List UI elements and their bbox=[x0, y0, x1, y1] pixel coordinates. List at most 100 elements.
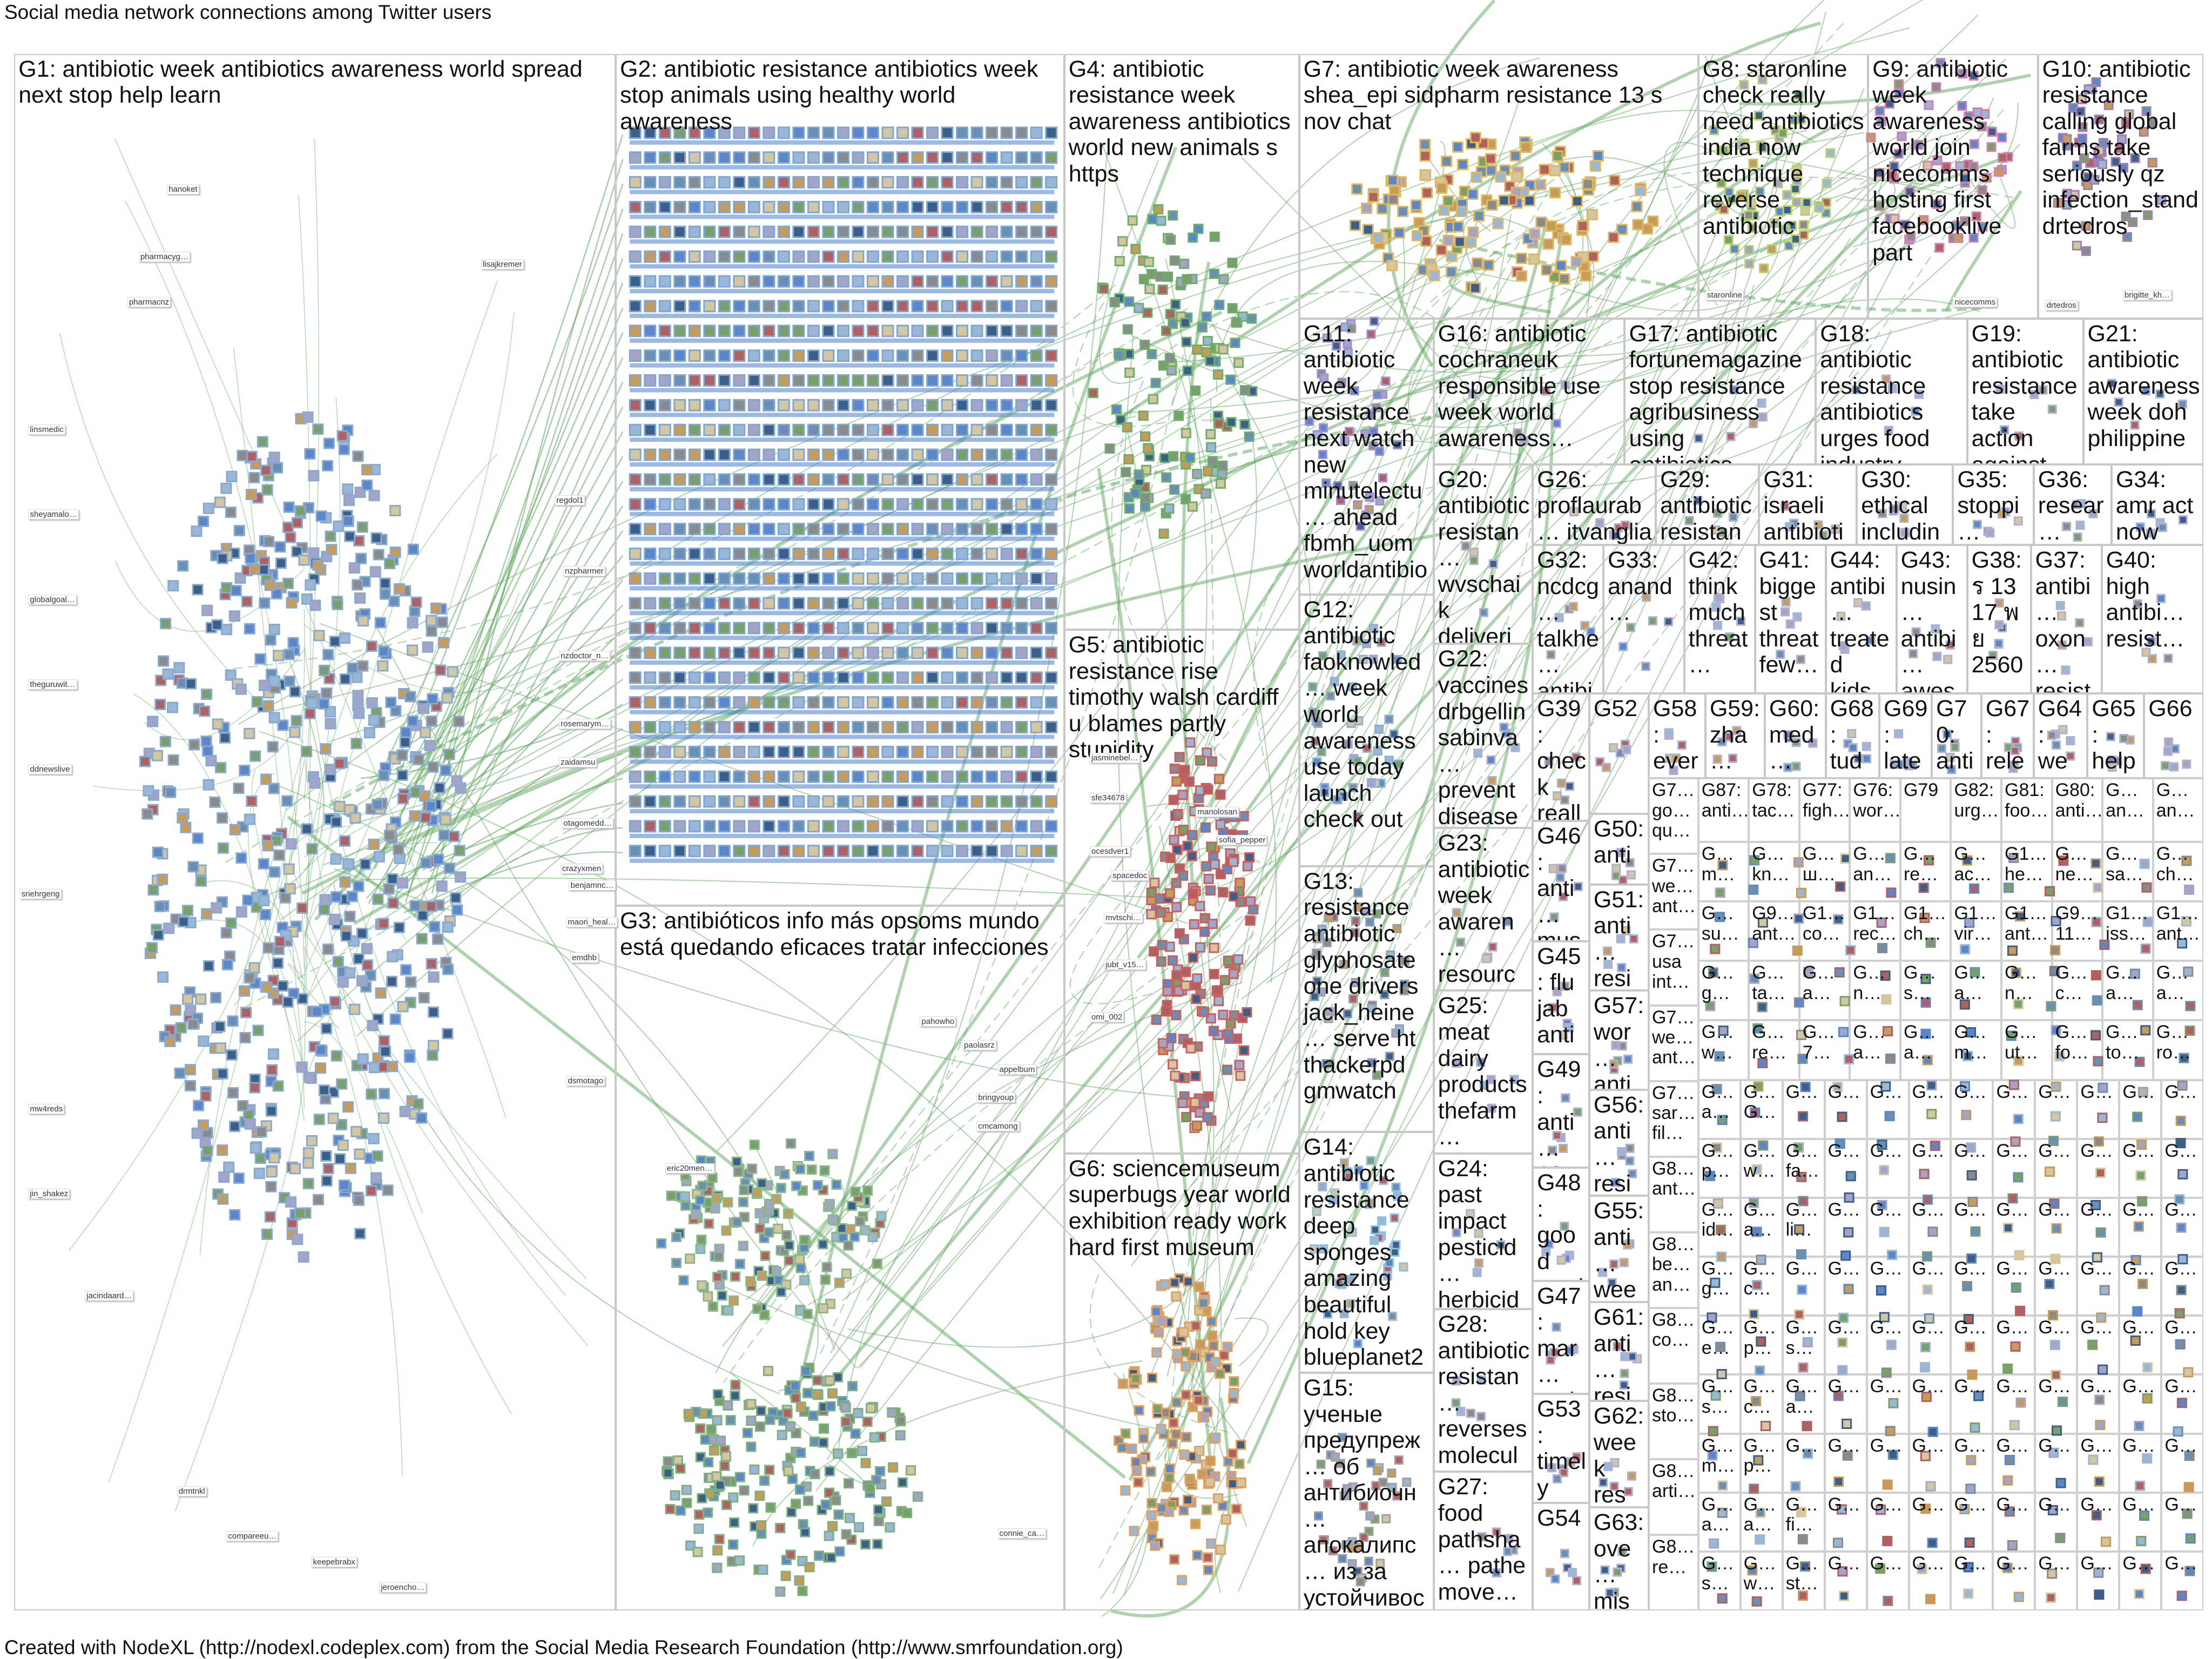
node[interactable] bbox=[792, 498, 805, 511]
node[interactable] bbox=[807, 696, 820, 709]
node[interactable] bbox=[1961, 1110, 1972, 1121]
node[interactable] bbox=[1236, 1477, 1246, 1488]
node[interactable] bbox=[296, 902, 308, 914]
node[interactable] bbox=[795, 1263, 806, 1273]
node[interactable] bbox=[1121, 467, 1131, 477]
node[interactable] bbox=[1122, 422, 1132, 433]
node[interactable] bbox=[1755, 186, 1765, 197]
node[interactable] bbox=[318, 1084, 330, 1096]
node[interactable] bbox=[272, 462, 284, 474]
node[interactable] bbox=[644, 275, 657, 288]
node[interactable] bbox=[673, 597, 686, 610]
node[interactable] bbox=[214, 1042, 226, 1054]
node[interactable] bbox=[678, 1275, 689, 1286]
node[interactable] bbox=[734, 1555, 745, 1566]
node[interactable] bbox=[792, 646, 805, 659]
node[interactable] bbox=[1482, 259, 1494, 271]
node[interactable] bbox=[688, 795, 701, 808]
node[interactable] bbox=[2115, 143, 2125, 153]
node[interactable] bbox=[1582, 178, 1594, 190]
node[interactable] bbox=[970, 374, 983, 387]
node[interactable] bbox=[1997, 132, 2007, 143]
node[interactable] bbox=[733, 151, 746, 164]
node[interactable] bbox=[822, 399, 835, 412]
node[interactable] bbox=[182, 993, 194, 1005]
node[interactable] bbox=[911, 225, 924, 238]
node[interactable] bbox=[1751, 1596, 1762, 1607]
node[interactable] bbox=[277, 719, 289, 731]
node[interactable] bbox=[911, 547, 924, 560]
node[interactable] bbox=[777, 399, 790, 412]
node[interactable] bbox=[1171, 970, 1182, 981]
node[interactable] bbox=[777, 349, 790, 362]
node[interactable] bbox=[873, 1515, 884, 1526]
node[interactable] bbox=[1238, 811, 1249, 821]
node[interactable] bbox=[885, 1522, 895, 1533]
node[interactable] bbox=[956, 770, 969, 783]
node[interactable] bbox=[777, 250, 790, 263]
node[interactable] bbox=[733, 523, 746, 536]
node[interactable] bbox=[703, 696, 716, 709]
node[interactable] bbox=[217, 812, 228, 824]
node[interactable] bbox=[283, 863, 295, 875]
node[interactable] bbox=[703, 349, 716, 362]
node[interactable] bbox=[956, 448, 969, 461]
node[interactable] bbox=[253, 1168, 265, 1179]
node[interactable] bbox=[1124, 503, 1135, 514]
node[interactable] bbox=[373, 549, 385, 561]
node[interactable] bbox=[1143, 257, 1154, 267]
node[interactable] bbox=[852, 225, 865, 238]
node[interactable] bbox=[665, 1503, 676, 1514]
node[interactable] bbox=[1355, 521, 1365, 531]
node[interactable] bbox=[697, 1493, 707, 1503]
node[interactable] bbox=[322, 943, 334, 955]
node[interactable] bbox=[330, 853, 342, 865]
node[interactable] bbox=[852, 721, 865, 734]
node[interactable] bbox=[377, 660, 389, 672]
node[interactable] bbox=[154, 698, 166, 710]
node[interactable] bbox=[629, 845, 642, 858]
node[interactable] bbox=[1030, 622, 1043, 635]
node[interactable] bbox=[1397, 206, 1409, 218]
node[interactable] bbox=[242, 894, 254, 906]
node[interactable] bbox=[1471, 171, 1482, 183]
node[interactable] bbox=[1114, 256, 1125, 267]
node[interactable] bbox=[1957, 100, 1967, 111]
node[interactable] bbox=[1199, 913, 1210, 923]
node[interactable] bbox=[1146, 909, 1157, 920]
node[interactable] bbox=[795, 1401, 806, 1412]
node[interactable] bbox=[1366, 329, 1376, 339]
node[interactable] bbox=[986, 349, 999, 362]
node[interactable] bbox=[1181, 980, 1191, 991]
node[interactable] bbox=[896, 671, 909, 684]
node[interactable] bbox=[275, 557, 287, 569]
node[interactable] bbox=[428, 971, 440, 983]
node[interactable] bbox=[1609, 743, 1618, 753]
node[interactable] bbox=[703, 325, 716, 338]
node[interactable] bbox=[372, 799, 383, 811]
node[interactable] bbox=[763, 225, 775, 238]
node[interactable] bbox=[906, 1465, 916, 1476]
node[interactable] bbox=[1219, 975, 1230, 986]
node[interactable] bbox=[1188, 232, 1198, 243]
node[interactable] bbox=[389, 504, 401, 516]
node[interactable] bbox=[2110, 157, 2121, 167]
node[interactable] bbox=[427, 761, 439, 773]
node[interactable] bbox=[417, 909, 429, 921]
node[interactable] bbox=[941, 820, 954, 833]
node[interactable] bbox=[1015, 671, 1028, 684]
node[interactable] bbox=[866, 770, 879, 783]
node[interactable] bbox=[986, 176, 999, 189]
node[interactable] bbox=[214, 1021, 226, 1033]
node[interactable] bbox=[1178, 1327, 1189, 1338]
node[interactable] bbox=[926, 523, 939, 536]
node[interactable] bbox=[2183, 1367, 2194, 1378]
node[interactable] bbox=[941, 770, 954, 783]
node[interactable] bbox=[1015, 547, 1028, 560]
node[interactable] bbox=[834, 1277, 845, 1288]
node[interactable] bbox=[703, 473, 716, 486]
node[interactable] bbox=[1203, 466, 1213, 476]
node[interactable] bbox=[658, 300, 671, 313]
node[interactable] bbox=[746, 1399, 757, 1410]
node[interactable] bbox=[349, 812, 361, 824]
